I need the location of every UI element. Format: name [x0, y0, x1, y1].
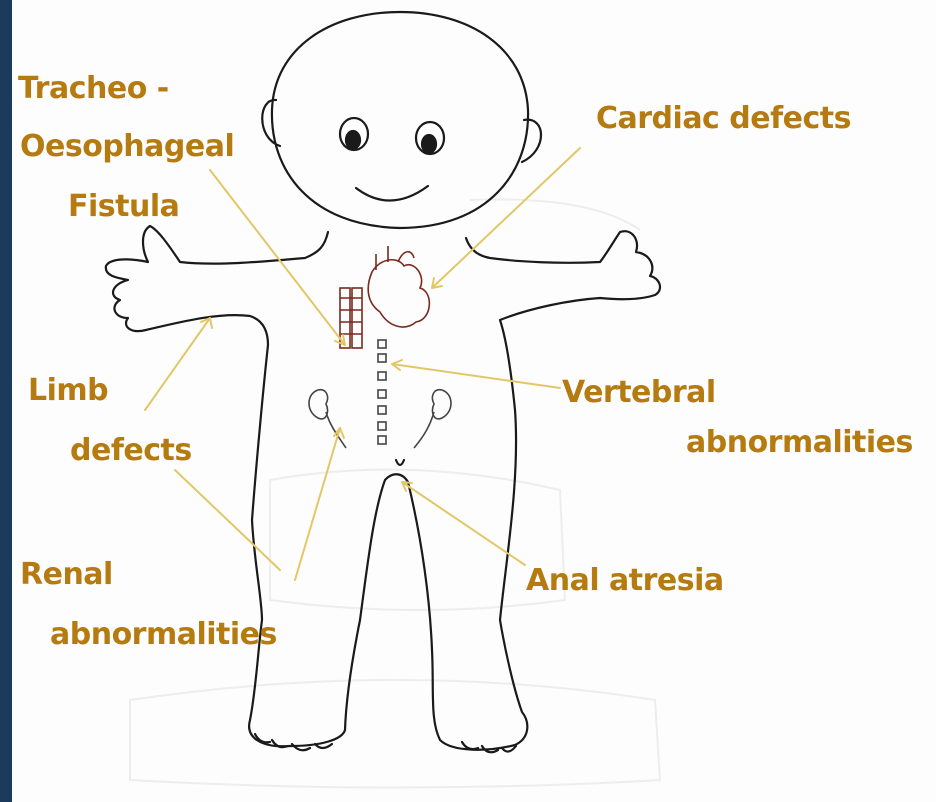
- label-limb-line1: Limb: [28, 376, 108, 406]
- label-renal-line1: Renal: [20, 560, 113, 590]
- vertebral-pointer: [392, 364, 560, 388]
- limb-renal-pointer: [175, 470, 280, 570]
- head: [272, 12, 528, 228]
- tof-pointer: [210, 170, 345, 345]
- label-tof-line2: Oesophageal: [20, 132, 234, 162]
- label-limb-line2: defects: [70, 436, 192, 466]
- anal-pointer: [402, 482, 525, 565]
- cardiac-pointer: [432, 148, 580, 288]
- smile: [356, 186, 428, 201]
- label-tof-line1: Tracheo -: [18, 74, 169, 104]
- limb-pointer: [145, 318, 210, 410]
- label-cardiac: Cardiac defects: [596, 104, 851, 134]
- groin-line: [396, 460, 404, 465]
- face: [340, 118, 444, 201]
- label-vertebral-line1: Vertebral: [562, 378, 716, 408]
- organ-drawings: [309, 246, 451, 448]
- heart-icon: [368, 246, 429, 327]
- neck-and-torso: [106, 226, 660, 750]
- spine-vertebrae-icon: [378, 340, 386, 444]
- label-anal: Anal atresia: [526, 566, 724, 596]
- left-foot-toes: [255, 734, 332, 750]
- label-vertebral-line2: abnormalities: [686, 428, 913, 458]
- renal-pointer: [295, 428, 340, 580]
- pointer-lines: [145, 148, 580, 580]
- background-shadow: [130, 199, 660, 787]
- label-tof-line3: Fistula: [68, 192, 179, 222]
- label-renal-line2: abnormalities: [50, 620, 277, 650]
